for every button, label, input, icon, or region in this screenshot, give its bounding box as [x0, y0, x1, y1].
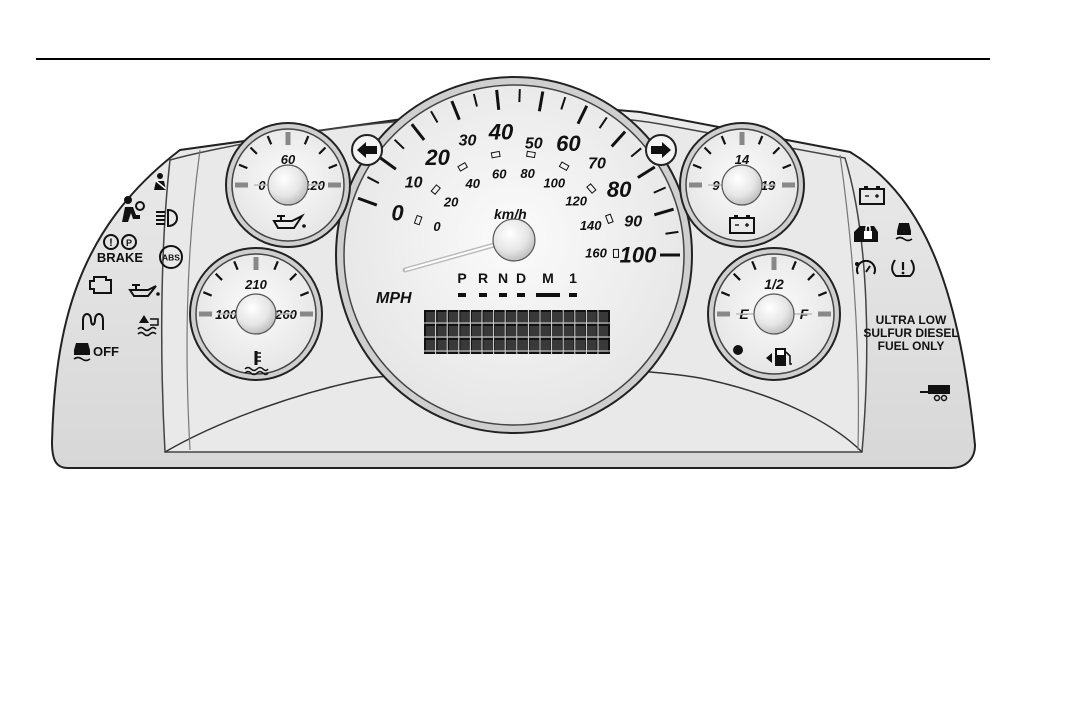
gear-indicator-bar: [569, 293, 577, 297]
gear-indicator-letter: N: [498, 270, 508, 286]
mph-label: 10: [405, 175, 423, 192]
kmh-tick: [613, 249, 618, 257]
traction-off-label: OFF: [93, 344, 119, 359]
fuel-notice-line-1: ULTRA LOW: [876, 313, 947, 327]
mph-label: 100: [620, 243, 657, 268]
gear-indicator-bar: [536, 293, 560, 297]
gauge-mid-label: 1/2: [764, 276, 784, 292]
mph-label: 60: [556, 131, 581, 156]
kmh-label: 160: [585, 246, 607, 261]
gauge-hub: [722, 165, 762, 205]
speedometer-tick: [497, 90, 499, 110]
gear-indicator-letter: D: [516, 270, 526, 286]
gauge-mid-label: 210: [244, 277, 267, 292]
gear-indicator-letter: R: [478, 270, 488, 286]
mph-label: 0: [391, 200, 404, 225]
kmh-label: 20: [443, 194, 459, 209]
mph-label: 70: [588, 155, 606, 172]
mph-label: 90: [624, 213, 642, 230]
gear-indicator-bar: [499, 293, 507, 297]
fuel-notice-line-3: FUEL ONLY: [878, 339, 945, 353]
left-turn-arrow-icon: [352, 135, 382, 165]
mph-label: 80: [607, 177, 632, 202]
kmh-label: 0: [433, 219, 441, 234]
mph-label: 40: [488, 119, 514, 144]
gear-indicator-letter: P: [457, 270, 466, 286]
gear-indicator-bar: [517, 293, 525, 297]
speedometer-hub: [493, 219, 535, 261]
brake-label: BRAKE: [97, 250, 144, 265]
kmh-label: 80: [520, 166, 535, 181]
mph-label: 50: [525, 135, 543, 152]
svg-text:!: !: [109, 237, 113, 249]
fuel-gauge: E1/2F: [708, 248, 840, 380]
svg-text:P: P: [126, 238, 132, 248]
kmh-label: 120: [565, 194, 587, 209]
gear-indicator-letter: M: [542, 270, 554, 286]
gear-indicator-letter: 1: [569, 270, 577, 286]
gauge-hub: [268, 165, 308, 205]
low-fuel-dot: [733, 345, 743, 355]
odometer-lcd-display: [424, 310, 610, 354]
kmh-label: 60: [492, 166, 507, 181]
abs-label: ABS: [162, 253, 180, 263]
gauge-hub: [236, 294, 276, 334]
mph-label: 20: [424, 145, 450, 170]
gauge-hub: [754, 294, 794, 334]
oil-pressure-gauge: 060120: [226, 123, 350, 247]
mph-unit-label: MPH: [376, 290, 412, 307]
kmh-label: 40: [464, 176, 480, 191]
right-turn-arrow-icon: [646, 135, 676, 165]
kmh-label: 100: [543, 176, 565, 191]
kmh-tick: [527, 151, 536, 157]
kmh-tick: [491, 151, 500, 157]
fuel-notice-line-2: SULFUR DIESEL: [863, 326, 958, 340]
gear-indicator-bar: [458, 293, 466, 297]
mph-label: 30: [459, 133, 477, 150]
voltmeter-gauge: 91419: [680, 123, 804, 247]
gear-indicator-bar: [479, 293, 487, 297]
coolant-temperature-gauge: 100210260: [190, 248, 322, 380]
kmh-label: 140: [580, 218, 602, 233]
